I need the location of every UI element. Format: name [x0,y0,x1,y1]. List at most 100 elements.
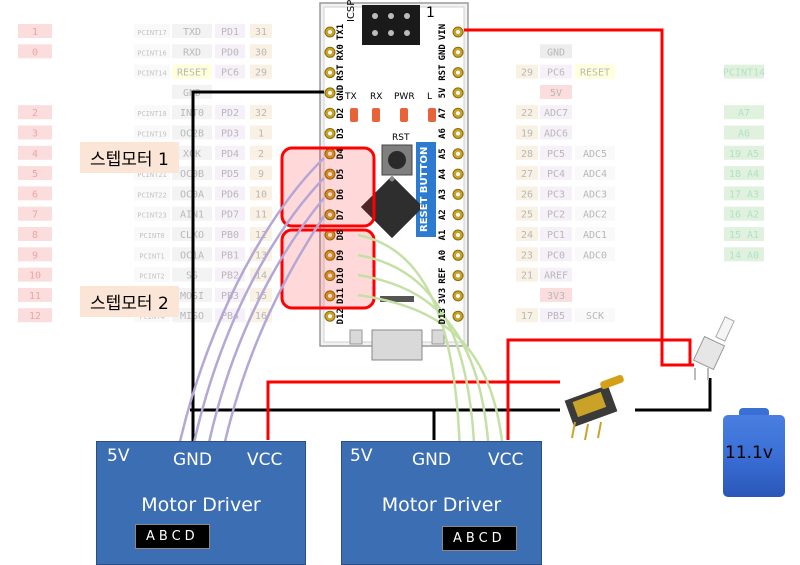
stepper1-label: 스텝모터 1 [80,142,179,173]
usb-connector [371,296,423,361]
left-pin-label: D4 [336,148,346,159]
pinout-left-num-bg [18,227,52,241]
pinout-right-port: 5V [550,88,562,99]
pinout-left-port-bg [215,105,245,120]
header-pin-hole [456,111,460,116]
pinout-right-alt-bg [724,247,764,262]
pinout-right-pin: 23 [521,250,533,261]
pinout-left-pin: 10 [255,189,267,200]
pinout-left-num: 0 [32,47,38,58]
stepper2-pins-highlight [280,228,376,310]
pinout-left-pin: 31 [255,27,267,38]
pinout-left-port: PB1 [221,250,239,261]
pinout-left-pcint: PCINT19 [137,131,167,139]
pinout-right-port-bg [540,105,572,120]
pinout-left-num: 3 [32,129,38,140]
pinout-left-pin-bg [250,186,272,201]
status-leds [350,108,436,122]
pinout-left-port-bg [215,145,245,160]
pinout-left-pin: 29 [255,68,267,79]
pinout-right-pin: 22 [521,108,533,119]
pinout-left-num-bg [18,166,52,181]
driver2-gnd-label: GND [412,450,451,470]
driver1-vcc-label: VCC [247,450,283,470]
header-pin-hole [456,273,460,278]
pinout-left-pcint-bg [134,125,170,140]
right-pin-label: A6 [438,128,448,139]
stepper2-label: 스텝모터 2 [80,286,179,317]
pinout-left-num-bg [18,24,52,38]
right-pin-label: VIN [438,24,448,40]
pinout-left-num-bg [18,206,52,221]
pinout-right-func-bg [575,227,615,241]
led-tx-label: TX [345,92,357,102]
pinout-left-pcint-bg [134,247,170,262]
right-pin-header [452,26,464,322]
pinout-left-num: 5 [32,169,38,180]
pinout-right-port-bg [540,308,572,323]
pinout-right-func-bg [575,308,615,323]
battery-label: 11.1v [725,443,773,463]
pinout-left-pcint: PCINT4 [139,313,164,321]
motor-driver-1: 5V GND VCC Motor Driver ABCD [96,441,306,565]
pinout-left-func-bg [172,44,212,59]
pinout-left-port-bg [215,44,245,59]
pinout-right-alt: A7 [738,108,750,119]
pinout-right-pin-bg [516,206,538,221]
pinout-right-pin: 24 [521,230,533,241]
icsp-label: ICSP [346,0,357,22]
pinout-right-pin-bg [516,166,538,181]
pinout-right-pin-bg [516,145,538,160]
pinout-left-port-bg [215,247,245,262]
header-pin-hole [456,192,460,197]
pinout-left-num: 12 [29,311,41,322]
pinout-left-port: PD3 [221,129,239,140]
led-l-label: L [427,92,433,102]
pinout-left-pcint-bg [134,44,170,59]
pinout-left-func-bg [172,64,212,79]
pinout-left-port-bg [215,166,245,181]
pinout-left-port: PD4 [221,149,239,160]
jst-connector [692,316,735,380]
driver2-5v-label: 5V [350,446,373,466]
pinout-right-alt: A6 [738,129,750,140]
pinout-left-pcint: PCINT1 [139,252,164,260]
pinout-left-num: 7 [32,210,38,221]
driver2-vcc-label: VCC [488,450,524,470]
pinout-right-pin-bg [516,308,538,323]
pinout-left-pcint-bg [134,64,170,79]
pinout-right-port: PC5 [547,149,565,160]
pinout-right-func-bg [575,64,615,79]
header-pin-hole [328,50,332,55]
pinout-right-pin: 28 [521,149,533,160]
pinout-right-pin-bg [516,125,538,140]
pinout-left-port: PB0 [221,230,239,241]
pinout-left-pcint-bg [134,105,170,120]
left-pin-header [324,26,336,322]
header-pin-hole [456,30,460,34]
pinout-left-pcint: PCINT2 [139,273,164,281]
pinout-right-alt: 15 A1 [729,230,759,241]
pinout-left-num: 4 [32,149,38,160]
pinout-right-port: PC3 [547,189,565,200]
left-pin-label: D6 [336,189,346,200]
header-pin-hole [456,314,460,319]
pinout-left-func: RESET [177,68,207,79]
pinout-left-port: PC6 [221,68,239,79]
pinout-left-num: 6 [32,189,38,200]
right-pin-label: A7 [438,108,448,119]
header-pin-hole [456,131,460,136]
right-pin-label: 5V [438,87,448,98]
pinout-right-alt: 16 A2 [729,210,759,221]
arduino-nano-board [319,2,469,361]
pinout-right-port-bg [540,44,572,59]
header-pin-hole [328,233,332,237]
pinout-right-alt-bg [724,125,764,140]
header-pin-hole [328,293,332,298]
pinout-left-pin: 14 [255,271,267,282]
right-pin-label: A2 [438,209,448,220]
right-pin-label: A4 [438,168,448,179]
pinout-right-func: SCK [586,311,604,322]
